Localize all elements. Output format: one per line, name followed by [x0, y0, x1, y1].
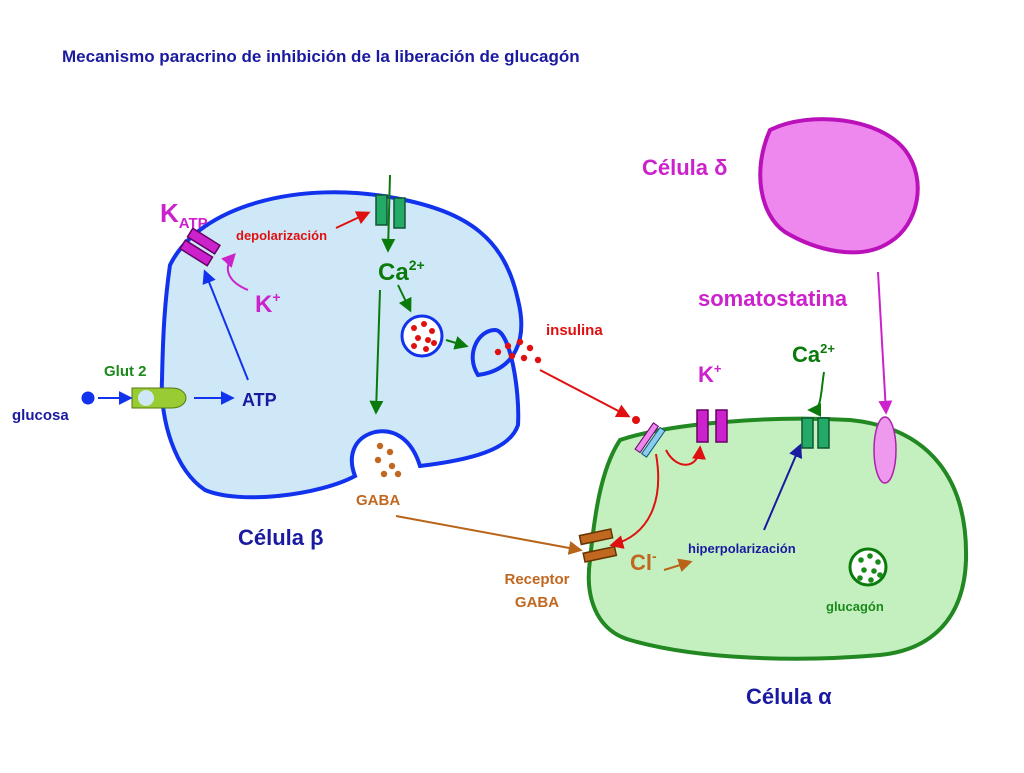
glut2-transporter: [131, 387, 187, 409]
atp-label: ATP: [242, 390, 277, 410]
arrow-somatostatin-to-receptor: [877, 271, 893, 415]
beta-cell: [159, 190, 524, 500]
insulin-vesicle-granules: [411, 321, 437, 352]
glucagon-label: glucagón: [826, 599, 884, 614]
delta-cell-label: Célula δ: [642, 155, 727, 180]
beta-calcium-channel: [375, 194, 406, 229]
released-gaba-granules: [374, 442, 402, 478]
depolarization-label: depolarización: [236, 228, 327, 243]
arrow-atp-to-katp: [202, 269, 249, 381]
delta-cell: [758, 117, 920, 255]
arrow-ca-to-insulin-vesicle: [397, 284, 412, 313]
beta-potassium-label: K+: [255, 289, 281, 318]
gaba-label: GABA: [356, 492, 400, 509]
glucose-molecule: [81, 391, 95, 405]
arrow-depolarization: [335, 211, 371, 229]
arrow-cl-to-hyperpolarization: [663, 558, 693, 572]
alpha-calcium-channel: [801, 417, 830, 449]
arrow-vesicle-to-exocytosis: [445, 336, 469, 350]
k-atp-label: KATP: [160, 198, 208, 232]
released-insulin-granules: [494, 338, 542, 364]
arrow-receptor-to-gaba-receptor: [609, 453, 660, 549]
diagram-title: Mecanismo paracrino de inhibición de la …: [62, 47, 580, 66]
insulin-label: insulina: [546, 322, 603, 339]
alpha-cell-label: Célula α: [746, 684, 832, 709]
arrow-ca-to-gaba-release: [369, 289, 384, 415]
insulin-receptor: [634, 422, 666, 458]
glut2-label: Glut 2: [104, 363, 147, 380]
arrow-insulin-to-receptor: [539, 369, 631, 418]
chloride-label: Cl-: [630, 548, 657, 575]
alpha-cell: [586, 416, 969, 661]
arrow-ca-alpha-influx: [807, 371, 825, 417]
beta-calcium-label: Ca2+: [378, 257, 425, 286]
insulin-bound-molecule: [632, 416, 640, 424]
beta-cell-label: Célula β: [238, 525, 324, 550]
k-atp-channel: [179, 227, 221, 267]
glucose-label: glucosa: [12, 407, 69, 424]
arrow-ca-influx: [381, 174, 396, 253]
alpha-k-channel: [696, 409, 728, 443]
glucagon-vesicle-granules: [857, 553, 883, 583]
alpha-calcium-label: Ca2+: [792, 341, 835, 367]
hyperpolarization-label: hiperpolarización: [688, 541, 796, 556]
somatostatin-receptor: [873, 416, 897, 484]
arrow-hyperpolarization-to-ca-channel: [763, 443, 803, 531]
arrow-receptor-to-k-channel: [665, 445, 706, 466]
somatostatin-label: somatostatina: [698, 286, 848, 311]
gaba-receptor: [578, 528, 618, 563]
arrow-gaba-to-receptor: [395, 515, 583, 555]
arrow-k-efflux: [221, 252, 249, 291]
alpha-potassium-label: K+: [698, 361, 722, 387]
